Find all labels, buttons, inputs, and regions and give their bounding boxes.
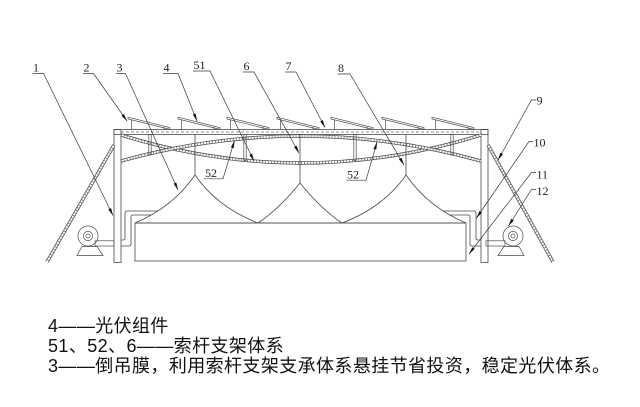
column-left <box>113 129 122 263</box>
legend-item: 51、52、6——索杆支架体系 <box>48 336 610 356</box>
leader-line-7 <box>285 71 326 128</box>
legend-ref: 3 <box>48 356 59 376</box>
pipe-outer-wall <box>121 210 158 241</box>
blower-left <box>76 225 115 256</box>
blower-impeller <box>83 231 93 241</box>
leader-line-8 <box>337 73 405 166</box>
inverted-membrane <box>134 174 467 224</box>
pv-module <box>330 116 374 130</box>
leader-line-9 <box>497 99 536 161</box>
brace-left <box>45 144 116 263</box>
legend-ref: 51、52、6 <box>48 336 137 356</box>
legend-ref: 4 <box>48 316 59 336</box>
blower-outlet-duct <box>485 240 506 247</box>
air-pipe-left <box>121 210 158 247</box>
callout-label-12: 12 <box>537 184 549 198</box>
leader-line-1 <box>32 73 114 216</box>
brace-core <box>46 144 115 263</box>
brace-right <box>486 144 555 263</box>
pv-panel <box>276 116 320 130</box>
legend-separator: —— <box>58 356 96 376</box>
callout-label-4: 4 <box>164 61 170 75</box>
blower-casing <box>502 225 524 247</box>
leader-line-51 <box>193 70 255 162</box>
callout-label-9: 9 <box>537 94 543 108</box>
pv-module <box>276 116 320 130</box>
column-right <box>480 129 489 263</box>
pv-module <box>226 116 270 130</box>
cable-hatch <box>120 135 482 162</box>
callout-label-6: 6 <box>244 59 250 73</box>
callout-label-1: 1 <box>33 61 39 75</box>
leader-line-12 <box>508 189 536 227</box>
brace-hatch <box>487 144 554 263</box>
blower-outlet-duct <box>94 240 115 247</box>
legend-item: 3——倒吊膜，利用索杆支架支承体系悬挂节省投资，稳定光伏体系。 <box>48 356 610 376</box>
leader-line-6 <box>243 71 300 154</box>
blower-impeller <box>508 231 518 241</box>
legend-description: 索杆支架体系 <box>173 336 285 356</box>
callout-label-52-left: 52 <box>205 166 217 180</box>
leader-line-3 <box>116 73 179 191</box>
brace-core <box>487 144 554 263</box>
callout-label-3: 3 <box>117 61 123 75</box>
legend-item: 4——光伏组件 <box>48 316 610 336</box>
legend-description: 光伏组件 <box>95 316 169 336</box>
patent-figure: 1 2 3 4 51 6 7 8 9 10 11 12 52 52 <box>32 58 555 263</box>
leader-line-52-left <box>204 140 235 180</box>
pv-module <box>127 116 171 130</box>
callout-label-8: 8 <box>338 61 344 75</box>
blower-right <box>485 225 525 256</box>
pv-panel <box>177 116 221 130</box>
legend-separator: —— <box>136 336 174 356</box>
tank-body <box>134 222 467 262</box>
pv-module <box>431 116 475 130</box>
callout-label-52-right: 52 <box>347 168 359 182</box>
strut <box>243 134 247 161</box>
blower-base <box>76 246 104 256</box>
legend: 4——光伏组件 51、52、6——索杆支架体系 3——倒吊膜，利用索杆支架支承体… <box>48 316 610 376</box>
leader-line-4 <box>163 73 198 122</box>
legend-separator: —— <box>58 316 96 336</box>
pipe-inner-wall <box>449 214 481 247</box>
blower-base <box>497 246 525 256</box>
leader-line-11 <box>468 172 536 255</box>
pv-panel <box>127 116 171 130</box>
pv-module <box>177 116 221 130</box>
leader-line-10 <box>476 141 533 219</box>
blower-casing <box>77 225 99 247</box>
pv-module <box>381 116 425 130</box>
pv-panel <box>226 116 270 130</box>
leader-line-2 <box>83 73 128 122</box>
callout-label-51: 51 <box>194 58 206 72</box>
strut <box>450 134 454 155</box>
legend-description: 倒吊膜，利用索杆支架支承体系悬挂节省投资，稳定光伏体系。 <box>95 356 611 376</box>
cable-hogging <box>120 134 482 163</box>
blower-hub <box>510 233 516 239</box>
pipe-outer-wall <box>443 210 481 241</box>
strut <box>353 134 357 161</box>
air-pipe-right <box>443 210 481 247</box>
pipe-inner-wall <box>121 214 151 247</box>
pv-panel <box>330 116 374 130</box>
blower-hub <box>85 233 91 239</box>
callout-label-10: 10 <box>534 136 546 150</box>
strut <box>148 134 152 155</box>
pv-panel <box>431 116 475 130</box>
leader-line-52-right <box>346 141 378 181</box>
pv-panel <box>381 116 425 130</box>
callout-label-2: 2 <box>84 61 90 75</box>
callout-label-11: 11 <box>537 168 549 182</box>
callout-label-7: 7 <box>286 59 292 73</box>
